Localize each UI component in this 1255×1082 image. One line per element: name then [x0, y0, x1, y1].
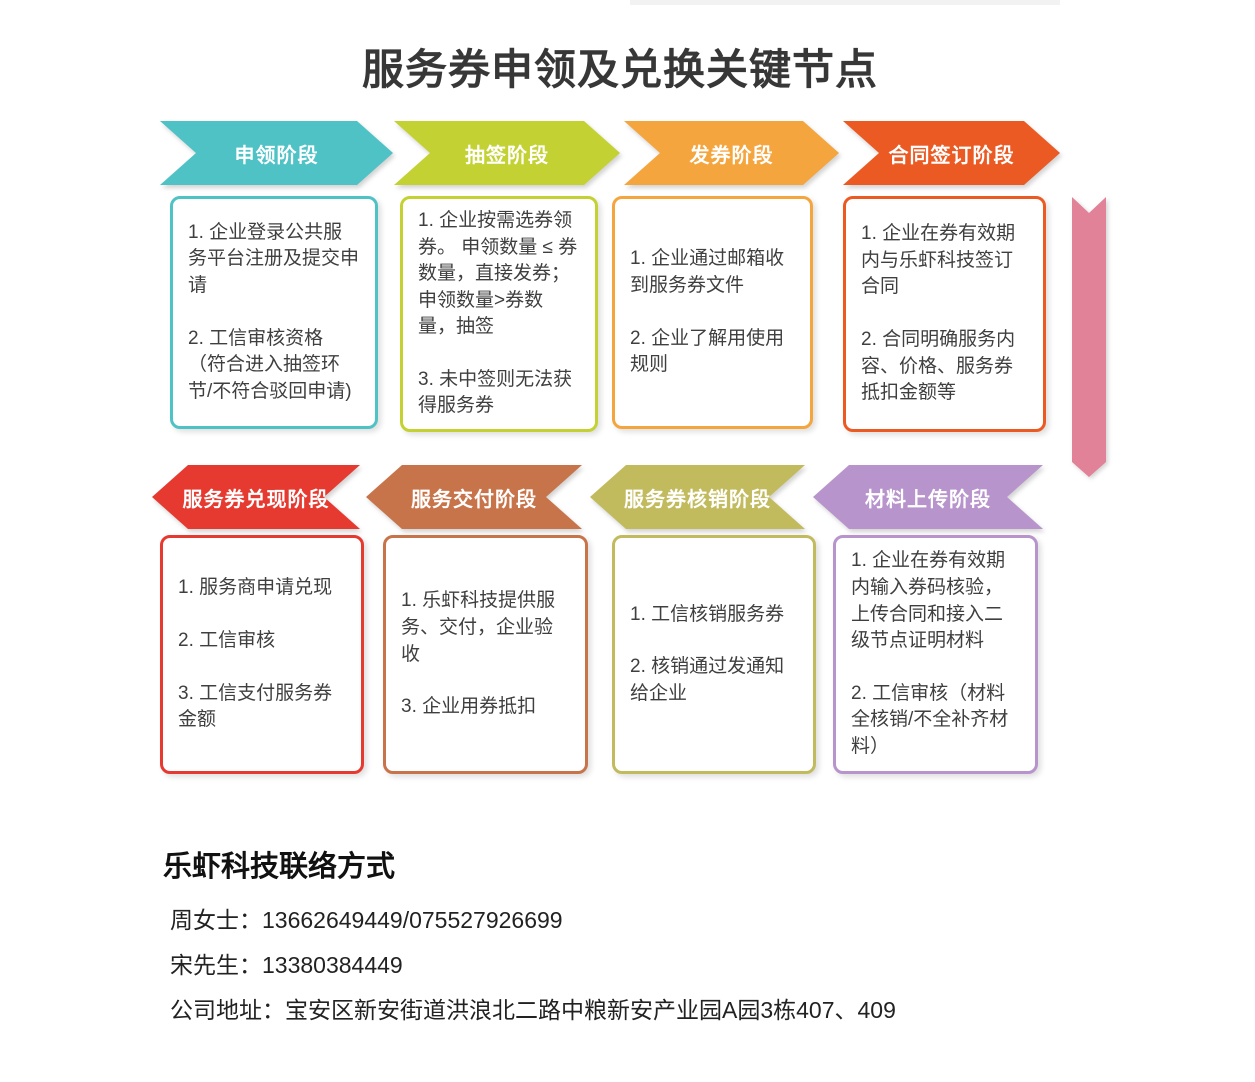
stage-box-item: 2. 工信审核资格（符合进入抽签环节/不符合驳回申请) — [188, 327, 352, 402]
stage-arrow-label: 服务券兑现阶段 — [182, 488, 330, 511]
stage-box-item: 2. 工信审核 — [178, 629, 276, 651]
stage-box-item: 2. 工信审核（材料全核销/不全补齐材料） — [851, 682, 1009, 757]
stage-box-item: 3. 未中签则无法获得服务券 — [418, 368, 573, 417]
stage-box-item: 2. 合同明确服务内容、价格、服务券抵扣金额等 — [861, 329, 1016, 404]
stage-box-item: 3. 企业用券抵扣 — [401, 696, 537, 718]
stage-box-redeem: 1. 服务商申请兑现 2. 工信审核 3. 工信支付服务券金额 — [160, 535, 364, 774]
stage-arrow-lottery: 抽签阶段 — [394, 121, 620, 185]
contact-heading: 乐虾科技联络方式 — [163, 851, 396, 883]
stage-box-delivery: 1. 乐虾科技提供服务、交付，企业验收 3. 企业用券抵扣 — [383, 535, 588, 774]
stage-box-lottery: 1. 企业按需选券领券。 申领数量 ≤ 券数量，直接发券；申领数量>券数量，抽签… — [400, 196, 598, 432]
stage-box-issue: 1. 企业通过邮箱收到服务券文件 2. 企业了解用使用规则 — [612, 196, 813, 429]
stage-arrow-label: 服务交付阶段 — [411, 488, 537, 511]
stage-arrow-label: 服务券核销阶段 — [624, 488, 771, 511]
contact-phone-zhou: 周女士：13662649449/075527926699 — [170, 907, 563, 933]
stage-box-item: 1. 工信核销服务券 — [630, 603, 785, 625]
stage-box-item: 3. 工信支付服务券金额 — [178, 682, 333, 731]
stage-box-item: 1. 服务商申请兑现 — [178, 577, 333, 599]
stage-box-item: 1. 企业在券有效期内与乐虾科技签订合同 — [861, 223, 1016, 298]
stage-arrow-contract: 合同签订阶段 — [843, 121, 1060, 185]
down-connector-arrow-icon — [1072, 197, 1106, 477]
stage-arrow-label: 抽签阶段 — [465, 144, 549, 167]
stage-arrow-label: 申领阶段 — [234, 144, 319, 167]
stage-box-item: 1. 企业在券有效期内输入券码核验，上传合同和接入二级节点证明材料 — [851, 550, 1006, 652]
stage-arrow-label: 合同签订阶段 — [888, 144, 1015, 167]
stage-arrow-redeem: 服务券兑现阶段 — [152, 465, 360, 529]
stage-box-verification: 1. 工信核销服务券 2. 核销通过发通知给企业 — [612, 535, 816, 774]
contact-address: 公司地址：宝安区新安街道洪浪北二路中粮新安产业园A园3栋407、409 — [170, 997, 896, 1023]
stage-box-item: 1. 乐虾科技提供服务、交付，企业验收 — [401, 590, 556, 665]
stage-box-item: 1. 企业按需选券领券。 申领数量 ≤ 券数量，直接发券；申领数量>券数量，抽签 — [418, 209, 578, 338]
contact-phone-song: 宋先生：13380384449 — [170, 952, 403, 978]
stage-box-item: 2. 企业了解用使用规则 — [630, 327, 785, 376]
stage-arrow-upload: 材料上传阶段 — [813, 465, 1043, 529]
page-title: 服务券申领及兑换关键节点 — [361, 46, 878, 93]
stage-arrow-verification: 服务券核销阶段 — [590, 465, 805, 529]
stage-box-item: 1. 企业登录公共服务平台注册及提交申请 — [188, 221, 360, 296]
stage-arrow-issue: 发券阶段 — [624, 121, 839, 185]
stage-box-item: 2. 核销通过发通知给企业 — [630, 656, 785, 704]
stage-arrow-label: 材料上传阶段 — [865, 488, 991, 511]
stage-box-apply: 1. 企业登录公共服务平台注册及提交申请 2. 工信审核资格（符合进入抽签环节/不… — [170, 196, 378, 429]
top-edge-artifact — [630, 0, 1060, 5]
stage-arrow-apply: 申领阶段 — [160, 121, 393, 185]
stage-box-upload: 1. 企业在券有效期内输入券码核验，上传合同和接入二级节点证明材料 2. 工信审核… — [833, 535, 1038, 774]
stage-box-contract: 1. 企业在券有效期内与乐虾科技签订合同 2. 合同明确服务内容、价格、服务券抵扣… — [843, 196, 1046, 432]
stage-arrow-delivery: 服务交付阶段 — [366, 465, 582, 529]
stage-arrow-label: 发券阶段 — [689, 144, 774, 167]
stage-box-item: 1. 企业通过邮箱收到服务券文件 — [630, 248, 785, 296]
